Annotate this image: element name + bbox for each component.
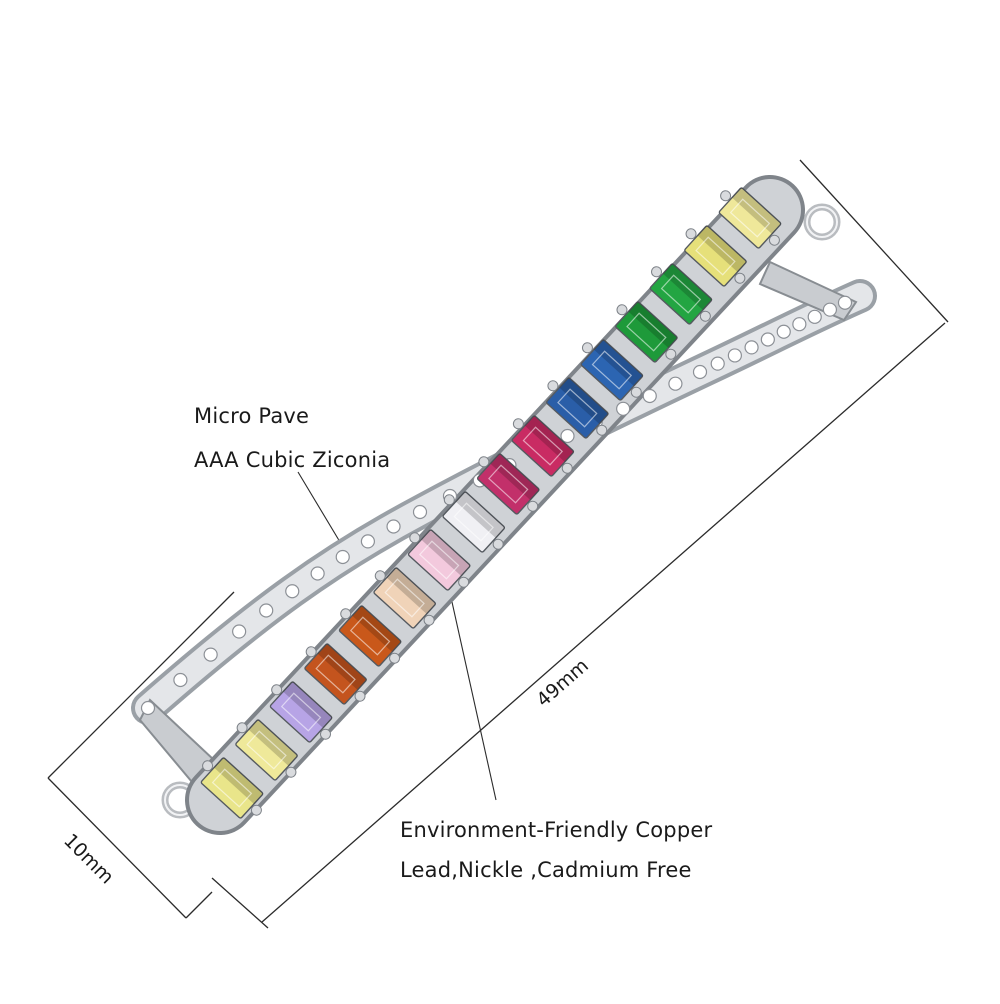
pave-stone xyxy=(560,428,575,444)
pave-stone xyxy=(792,317,807,332)
pave-stone xyxy=(335,549,350,565)
pave-stone xyxy=(692,364,708,380)
baguette-stone xyxy=(304,643,368,705)
pave-stone xyxy=(360,534,376,549)
pave-stone xyxy=(310,566,325,581)
pave-stones xyxy=(140,295,853,716)
pave-stone xyxy=(822,302,838,317)
length-extension-right xyxy=(799,159,949,323)
width-extension-bottom xyxy=(185,891,213,919)
pave-stone xyxy=(203,647,218,662)
pave-stone xyxy=(807,309,822,324)
pave-stone xyxy=(760,332,775,347)
baguette-stone xyxy=(200,757,264,819)
metal-frame xyxy=(131,175,877,835)
baguette-stones xyxy=(200,187,782,819)
copper-pointer-line xyxy=(451,601,497,801)
micro-pave-label: Micro Pave xyxy=(194,404,310,428)
baguette-stone xyxy=(442,491,506,553)
pave-stone xyxy=(140,700,156,716)
baguette-stone xyxy=(511,415,575,477)
baguette-stone xyxy=(338,605,402,667)
pave-stone xyxy=(412,504,428,520)
baguette-stone xyxy=(373,567,437,629)
pave-stone xyxy=(232,624,247,639)
baguette-stone xyxy=(546,377,609,439)
pave-stone xyxy=(386,519,401,534)
dimension-lines xyxy=(47,159,949,929)
pave-stone xyxy=(642,388,657,404)
copper-material-label: Environment-Friendly Copper xyxy=(400,818,713,842)
baguette-stone xyxy=(649,263,713,325)
pave-stone xyxy=(616,401,631,416)
width-dimension-line xyxy=(47,777,187,919)
pave-stone xyxy=(776,324,791,339)
pave-stone xyxy=(744,340,759,355)
baguette-stone xyxy=(407,529,471,591)
baguette-stone xyxy=(235,719,298,781)
pave-stone xyxy=(285,584,300,599)
width-extension-top xyxy=(47,591,235,779)
lead-free-label: Lead,Nickle ,Cadmium Free xyxy=(400,858,692,882)
pave-stone xyxy=(837,295,853,310)
pave-stone xyxy=(259,603,274,618)
pave-stone xyxy=(710,356,725,371)
baguette-stone xyxy=(580,339,644,401)
pave-stone xyxy=(727,348,742,363)
baguette-stone xyxy=(684,225,747,287)
pave-stone xyxy=(173,672,188,688)
cubic-zirconia-label: AAA Cubic Ziconia xyxy=(194,448,391,472)
length-extension-left xyxy=(211,877,269,929)
baguette-stone xyxy=(269,681,333,743)
baguette-stone xyxy=(615,301,678,363)
length-dimension-line xyxy=(261,322,946,923)
pave-stone xyxy=(668,376,683,391)
baguette-stone xyxy=(718,187,782,249)
baguette-stone xyxy=(476,453,540,515)
